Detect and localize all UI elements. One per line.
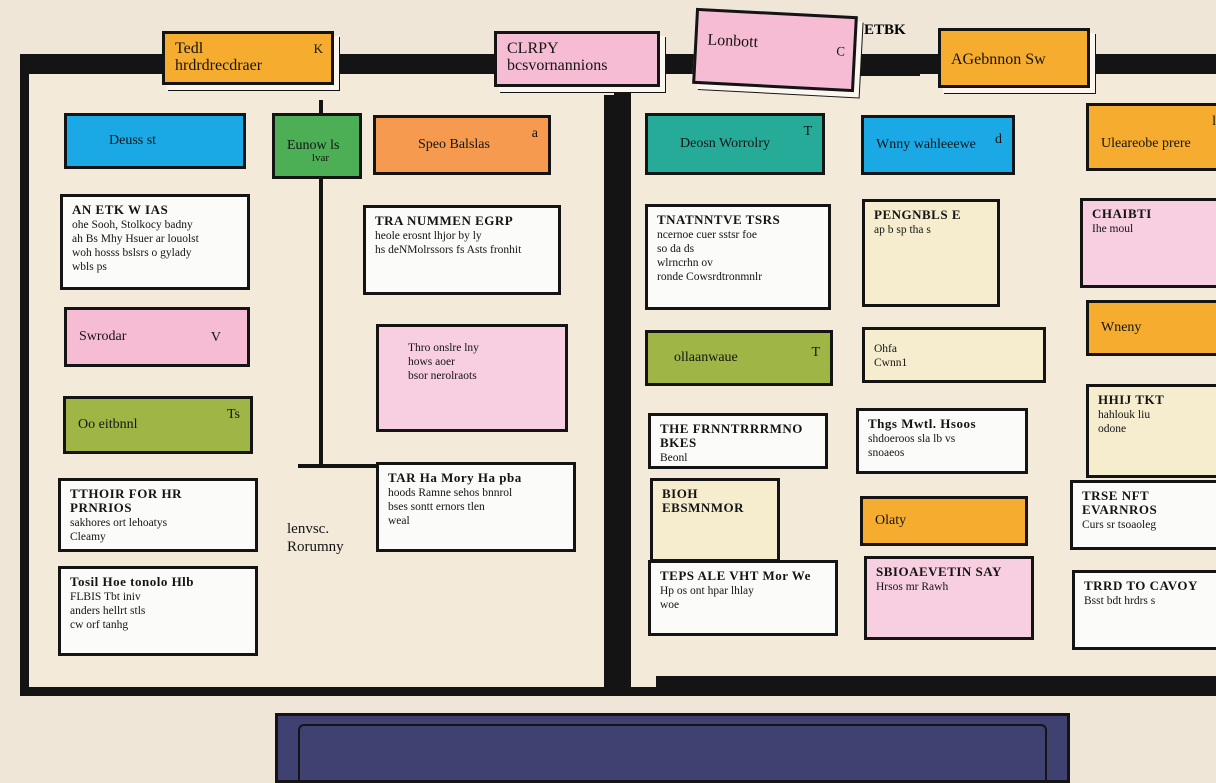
- card-note[interactable]: Ohfa Cwnn1: [862, 327, 1046, 383]
- card-note[interactable]: TTHOIR FOR HR PRNRIOS sakhores ort lehoa…: [58, 478, 258, 552]
- tab-todo[interactable]: Tedl hrdrdrecdraer K: [162, 31, 334, 85]
- card-header[interactable]: Uleareobe prerelo: [1086, 103, 1216, 171]
- card-note[interactable]: TRRD TO CAVOY Bsst bdt hrdrs s: [1072, 570, 1216, 650]
- tab-label-etbk: ETBK: [864, 22, 906, 38]
- card-note[interactable]: TNATNNTVE TSRS ncernoe cuer sstsr foe so…: [645, 204, 831, 310]
- card-note[interactable]: SBIOAEVETIN SAY Hrsos mr Rawh: [864, 556, 1034, 640]
- card-header[interactable]: Deuss st: [64, 113, 246, 169]
- card-note[interactable]: TAR Ha Mory Ha pba hoods Ramne sehos bnn…: [376, 462, 576, 552]
- card-note[interactable]: Thro onslre lny hows aoer bsor nerolraot…: [376, 324, 568, 432]
- card-note[interactable]: Tosil Hoe tonolo Hlb FLBIS Tbt iniv ande…: [58, 566, 258, 656]
- handwritten-note: lenvsc. Rorumny: [287, 521, 344, 555]
- card-note[interactable]: HHIJ TKT hahlouk liu odone: [1086, 384, 1216, 478]
- column-divider: [604, 95, 624, 696]
- connector-line: [850, 72, 920, 76]
- tab-lonbott[interactable]: Lonbott C: [692, 7, 858, 93]
- card-note[interactable]: BIOH EBSMNMOR: [650, 478, 780, 562]
- card-note[interactable]: AN ETK W IAS ohe Sooh, Stolkocy badny ah…: [60, 194, 250, 290]
- tablet-device: [275, 713, 1070, 783]
- card-note[interactable]: THE FRNNTRRRMNO BKES Beonl: [648, 413, 828, 469]
- card-note[interactable]: Thgs Mwtl. Hsoos shdoeroos sla lb vs sno…: [856, 408, 1028, 474]
- connector-line: [319, 100, 323, 466]
- card-note[interactable]: TRSE NFT EVARNROS Curs sr tsoaoleg: [1070, 480, 1216, 550]
- card-tag[interactable]: Wneny: [1086, 300, 1216, 356]
- card-note[interactable]: PENGNBLS E ap b sp tha s: [862, 199, 1000, 307]
- tab-agebnnon[interactable]: AGebnnon Sw: [938, 28, 1090, 88]
- card-note[interactable]: CHAIBTI Ihe moul: [1080, 198, 1216, 288]
- card-note[interactable]: TRA NUMMEN EGRP heole erosnt lhjor by ly…: [363, 205, 561, 295]
- tablet-screen: [298, 724, 1047, 780]
- tab-chart[interactable]: CLRPY bcsvornannions: [494, 31, 660, 87]
- bottom-rail: [656, 676, 1216, 696]
- card-tag[interactable]: Olaty: [860, 496, 1028, 546]
- card-note[interactable]: TEPS ALE VHT Mor We Hp os ont hpar lhlay…: [648, 560, 838, 636]
- connector-line: [298, 464, 388, 468]
